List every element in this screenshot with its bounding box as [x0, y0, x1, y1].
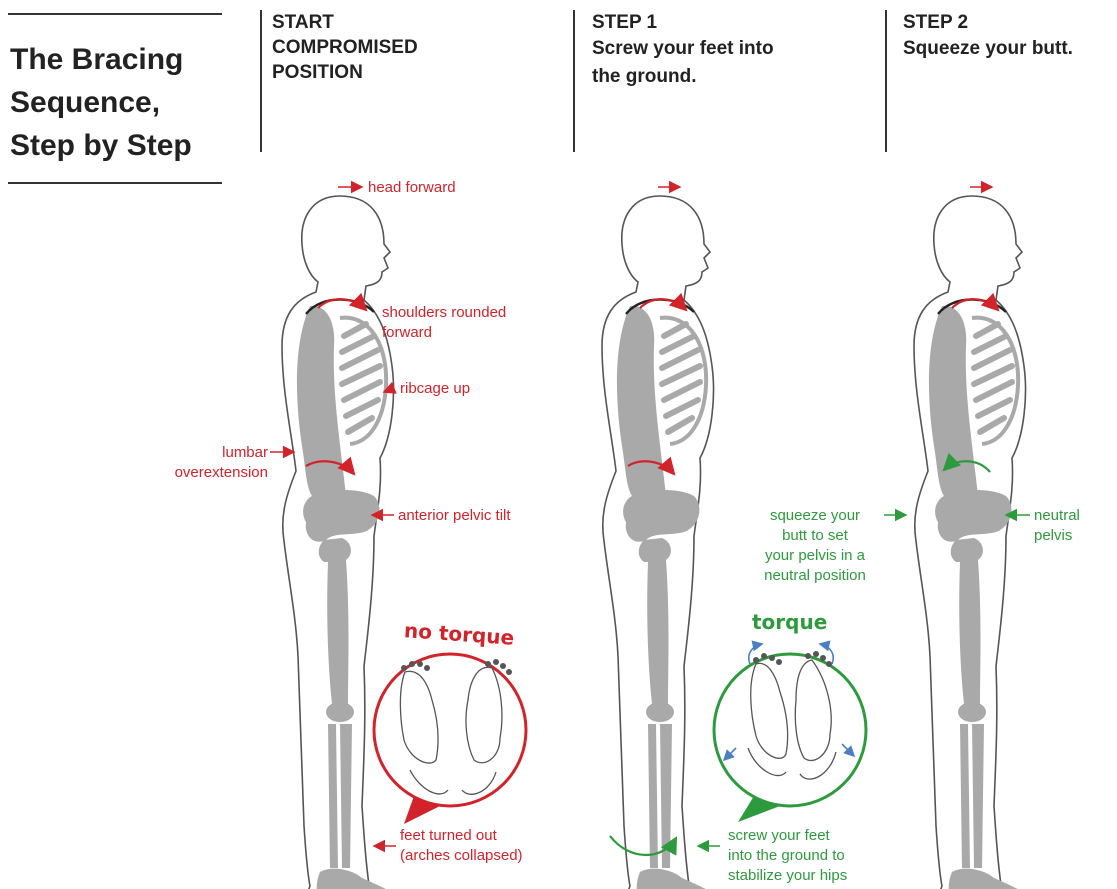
annotation-lumbar: lumbar overextension — [140, 443, 268, 483]
annotation-squeeze-butt-line-2: butt to set — [750, 526, 880, 546]
annotation-shoulders-line-2: forward — [382, 323, 506, 343]
annotation-lumbar-line-2: overextension — [140, 463, 268, 483]
annotation-screw-feet-line-3: stabilize your hips — [728, 866, 847, 886]
annotation-shoulders: shoulders rounded forward — [382, 303, 506, 343]
annotation-feet-out: feet turned out (arches collapsed) — [400, 826, 523, 866]
annotation-screw-feet-line-2: into the ground to — [728, 846, 847, 866]
annotation-neutral-pelvis: neutral pelvis — [1034, 506, 1080, 546]
annotation-pelvic-tilt: anterior pelvic tilt — [398, 506, 511, 526]
annotation-lumbar-line-1: lumbar — [140, 443, 268, 463]
annotation-neutral-pelvis-line-1: neutral — [1034, 506, 1080, 526]
no-torque-callout — [374, 654, 526, 824]
annotation-feet-out-line-1: feet turned out — [400, 826, 523, 846]
annotation-squeeze-butt: squeeze your butt to set your pelvis in … — [750, 506, 880, 586]
annotation-ribcage: ribcage up — [400, 379, 470, 399]
annotation-squeeze-butt-line-4: neutral position — [750, 566, 880, 586]
annotation-feet-out-line-2: (arches collapsed) — [400, 846, 523, 866]
annotation-head-forward: head forward — [368, 178, 456, 198]
annotation-shoulders-line-1: shoulders rounded — [382, 303, 506, 323]
annotation-screw-feet: screw your feet into the ground to stabi… — [728, 826, 847, 886]
torque-label: torque — [752, 610, 827, 634]
annotation-screw-feet-line-1: screw your feet — [728, 826, 847, 846]
annotation-squeeze-butt-line-3: your pelvis in a — [750, 546, 880, 566]
annotation-neutral-pelvis-line-2: pelvis — [1034, 526, 1080, 546]
torque-callout — [714, 644, 866, 822]
annotation-squeeze-butt-line-1: squeeze your — [750, 506, 880, 526]
